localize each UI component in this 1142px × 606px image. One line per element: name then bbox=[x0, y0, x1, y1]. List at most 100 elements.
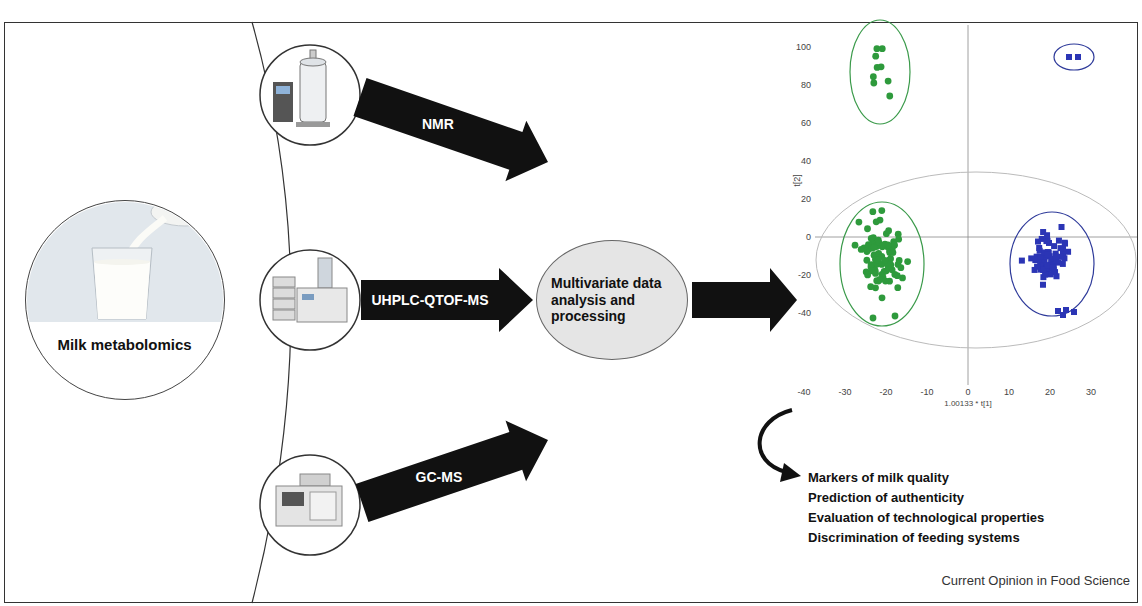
console bbox=[273, 82, 293, 122]
axis-title: t[2] bbox=[792, 174, 803, 187]
score-square bbox=[1044, 263, 1050, 269]
node-text: GC-MS bbox=[416, 469, 463, 486]
milk-photo bbox=[25, 198, 225, 322]
score-dot bbox=[872, 270, 879, 277]
score-dot bbox=[858, 246, 865, 253]
score-square bbox=[1053, 273, 1059, 279]
arrow-body bbox=[353, 78, 548, 181]
score-dot bbox=[872, 53, 879, 60]
tick-label: -40 bbox=[797, 387, 810, 398]
autosampler bbox=[300, 474, 330, 486]
figure-frame bbox=[5, 23, 1138, 603]
node-text: Multivariate data analysis and processin… bbox=[551, 275, 673, 325]
score-dot bbox=[891, 242, 898, 249]
milk-in-glass bbox=[94, 262, 150, 319]
instrument-circle bbox=[260, 45, 360, 145]
sample-circle: Milk metabolomics bbox=[25, 200, 225, 400]
milk-surface bbox=[94, 259, 150, 265]
instrument-circle bbox=[260, 250, 360, 350]
axis-line bbox=[968, 25, 969, 385]
score-dot bbox=[868, 235, 875, 242]
outcome-text: Prediction of authenticity bbox=[808, 490, 964, 506]
tick-label: -10 bbox=[920, 387, 933, 398]
instrument-circle bbox=[260, 455, 360, 555]
score-square bbox=[1066, 54, 1072, 60]
tick-label: -20 bbox=[798, 270, 811, 281]
tick-label: 20 bbox=[801, 194, 811, 205]
score-square bbox=[1050, 265, 1056, 271]
score-square bbox=[1059, 224, 1065, 230]
ms-body bbox=[297, 288, 347, 322]
score-square bbox=[1056, 238, 1062, 244]
score-square bbox=[1044, 232, 1050, 238]
score-square bbox=[1040, 282, 1046, 288]
score-dot bbox=[878, 207, 885, 214]
score-dot bbox=[881, 257, 888, 264]
score-dot bbox=[867, 283, 874, 290]
score-points bbox=[852, 45, 1081, 321]
score-dot bbox=[869, 208, 876, 215]
score-dot bbox=[870, 73, 877, 80]
outcome-text: Discrimination of feeding systems bbox=[808, 530, 1020, 546]
group-ellipse bbox=[1054, 44, 1094, 70]
console-screen bbox=[276, 86, 290, 94]
outcome-text: Evaluation of technological properties bbox=[808, 510, 1044, 526]
tick-label: 40 bbox=[801, 156, 811, 167]
score-dot bbox=[882, 278, 889, 285]
uhplc-instrument bbox=[273, 258, 347, 322]
tick-label: 100 bbox=[796, 42, 811, 53]
score-dot bbox=[897, 264, 904, 271]
score-dot bbox=[886, 93, 893, 100]
tick-label: 10 bbox=[1004, 387, 1014, 398]
scores-plot bbox=[815, 20, 1137, 385]
technique-arrow: NMR bbox=[353, 78, 548, 182]
arrow-body bbox=[361, 268, 533, 332]
gcms-instrument bbox=[276, 474, 342, 526]
score-dot bbox=[885, 78, 892, 85]
technique-arrow: GC-MS bbox=[355, 420, 548, 522]
arrow-body bbox=[356, 421, 548, 522]
tick-label: 60 bbox=[801, 118, 811, 129]
score-dot bbox=[873, 218, 880, 225]
lc-module bbox=[273, 310, 295, 320]
tick-label: -40 bbox=[798, 308, 811, 319]
node-text: UHPLC-QTOF-MS bbox=[371, 292, 488, 309]
glass-shape bbox=[92, 248, 152, 319]
tick-label: -20 bbox=[879, 387, 892, 398]
score-dot bbox=[904, 258, 911, 265]
confidence-ellipse bbox=[816, 172, 1136, 348]
score-square bbox=[1045, 251, 1051, 257]
analysis-ellipse: Multivariate data analysis and processin… bbox=[536, 240, 688, 360]
lc-module bbox=[273, 277, 295, 287]
magnet-stand bbox=[296, 122, 330, 127]
tick-label: 0 bbox=[806, 232, 811, 243]
score-dot bbox=[879, 294, 886, 301]
score-dot bbox=[896, 257, 903, 264]
tick-label: 30 bbox=[1086, 387, 1096, 398]
magnet-top bbox=[300, 58, 326, 66]
score-dot bbox=[894, 284, 901, 291]
group-ellipse bbox=[1010, 212, 1094, 316]
ms-panel bbox=[302, 294, 314, 300]
score-square bbox=[1062, 240, 1068, 246]
tick-label: 20 bbox=[1045, 387, 1055, 398]
score-square bbox=[1028, 255, 1034, 261]
score-square bbox=[1058, 245, 1064, 251]
score-dot bbox=[895, 236, 902, 243]
curved-arrow-head bbox=[780, 463, 801, 482]
score-dot bbox=[878, 63, 885, 70]
score-dot bbox=[879, 45, 886, 52]
score-dot bbox=[870, 80, 877, 87]
score-dot bbox=[890, 249, 897, 256]
score-square bbox=[1043, 238, 1049, 244]
score-dot bbox=[871, 244, 878, 251]
node-text: NMR bbox=[422, 116, 454, 133]
score-dot bbox=[855, 219, 862, 226]
score-dot bbox=[885, 227, 892, 234]
lc-module bbox=[273, 288, 295, 298]
technique-arrow: UHPLC-QTOF-MS bbox=[361, 268, 533, 332]
ms-unit bbox=[310, 492, 336, 520]
lc-module bbox=[273, 299, 295, 309]
